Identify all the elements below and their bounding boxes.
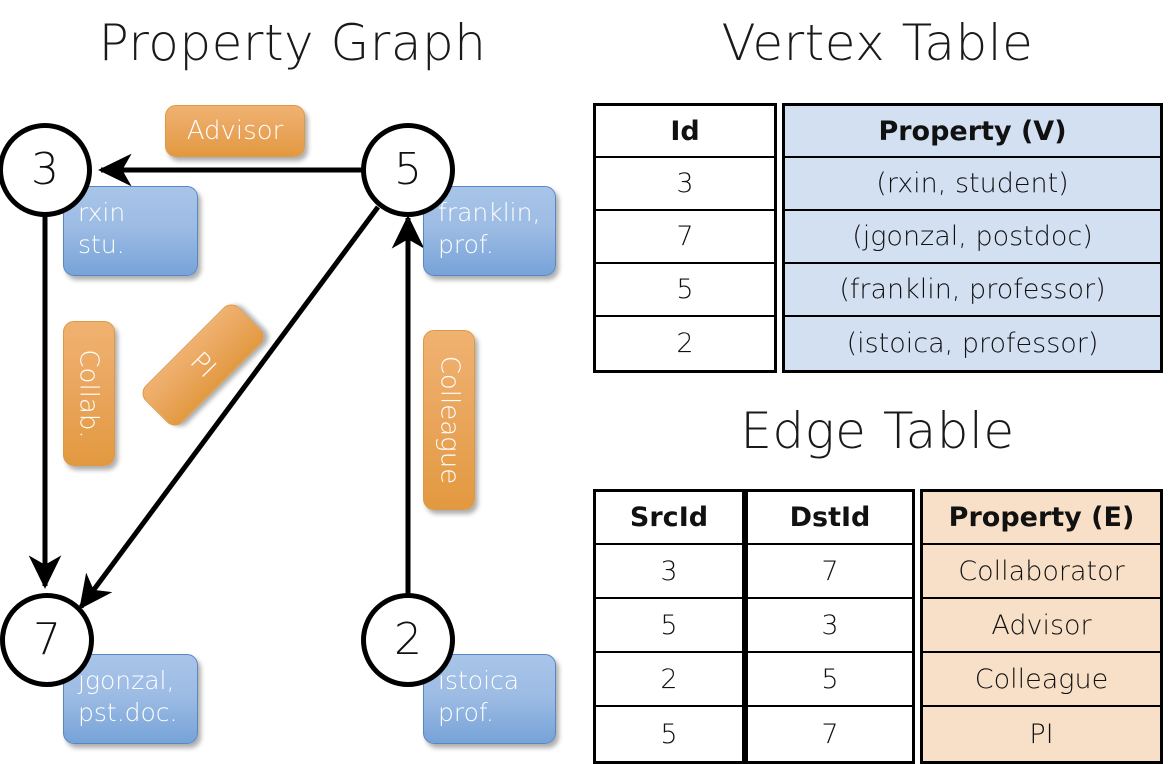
edge-table-header-property: Property (E)	[923, 492, 1160, 545]
table-cell: PI	[923, 707, 1160, 761]
table-cell: 5	[596, 599, 742, 653]
graph-node-3[interactable]: 3	[0, 123, 92, 217]
edge-table-dstid-column: DstId 7 3 5 7	[745, 489, 915, 764]
table-cell: 5	[596, 264, 774, 317]
edge-label-colleague: Colleague	[423, 330, 475, 510]
page-title-property-graph: Property Graph	[98, 14, 487, 72]
edge-table-header-dstid: DstId	[748, 492, 912, 545]
table-cell: 3	[596, 545, 742, 599]
table-cell: (istoica, professor)	[785, 317, 1160, 370]
table-cell: 3	[596, 158, 774, 211]
edge-table: SrcId 3 5 2 5 DstId 7 3 5 7 Property (E)…	[593, 489, 1163, 764]
edge-label-advisor: Advisor	[165, 105, 305, 157]
table-cell: (rxin, student)	[785, 158, 1160, 211]
vertex-table-property-column: Property (V) (rxin, student) (jgonzal, p…	[782, 103, 1163, 373]
table-cell: 7	[748, 707, 912, 761]
table-cell: 3	[748, 599, 912, 653]
table-cell: 5	[748, 653, 912, 707]
graph-edge-lines	[28, 153, 425, 610]
node-property-box-5: franklin, prof.	[423, 186, 556, 276]
page-title-vertex-table: Vertex Table	[721, 14, 1034, 72]
node-property-box-2: istoica prof.	[423, 654, 556, 744]
graph-node-7[interactable]: 7	[0, 593, 94, 687]
table-cell: Colleague	[923, 653, 1160, 707]
graph-node-2[interactable]: 2	[361, 593, 455, 687]
table-cell: 7	[748, 545, 912, 599]
edge-label-pi-text: PI	[184, 346, 222, 384]
node-property-box-3: rxin stu.	[63, 186, 198, 276]
edge-label-advisor-text: Advisor	[186, 116, 284, 146]
edge-label-colleague-text: Colleague	[434, 355, 465, 485]
edge-line-pi	[78, 205, 381, 610]
edge-table-header-srcid: SrcId	[596, 492, 742, 545]
vertex-table-header-id: Id	[596, 106, 774, 158]
graph-node-5[interactable]: 5	[361, 123, 455, 217]
table-cell: (jgonzal, postdoc)	[785, 211, 1160, 264]
table-cell: 7	[596, 211, 774, 264]
table-cell: Advisor	[923, 599, 1160, 653]
table-cell: 2	[596, 653, 742, 707]
edge-label-collab: Collab.	[63, 321, 115, 466]
table-cell: Collaborator	[923, 545, 1160, 599]
table-cell: 5	[596, 707, 742, 761]
page-title-edge-table: Edge Table	[740, 402, 1015, 460]
vertex-table-id-column: Id 3 7 5 2	[593, 103, 777, 373]
vertex-table-header-property: Property (V)	[785, 106, 1160, 158]
property-graph-diagram: Advisor Collab. PI Colleague rxin stu. f…	[0, 0, 585, 760]
vertex-table: Id 3 7 5 2 Property (V) (rxin, student) …	[593, 103, 1163, 373]
edge-table-srcid-column: SrcId 3 5 2 5	[593, 489, 745, 764]
table-cell: 2	[596, 317, 774, 370]
edge-table-property-column: Property (E) Collaborator Advisor Collea…	[920, 489, 1163, 764]
table-cell: (franklin, professor)	[785, 264, 1160, 317]
edge-label-collab-text: Collab.	[74, 348, 104, 439]
node-property-box-7: jgonzal, pst.doc.	[63, 654, 198, 744]
